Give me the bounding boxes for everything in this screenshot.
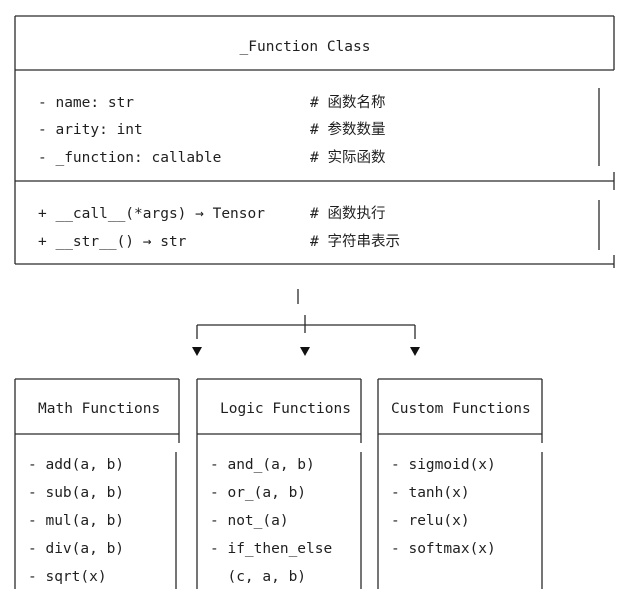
- category-item: - softmax(x): [391, 541, 496, 557]
- attribute-code: - name: str: [38, 95, 134, 111]
- category-item: - if_then_else: [210, 541, 332, 557]
- category-item: - and_(a, b): [210, 457, 315, 473]
- category-title: Math Functions: [38, 401, 160, 417]
- class-box-title: _Function Class: [240, 39, 371, 55]
- category-item: - not_(a): [210, 513, 289, 529]
- category-title: Custom Functions: [391, 401, 531, 417]
- category-item: - sigmoid(x): [391, 457, 496, 473]
- category-item: - tanh(x): [391, 485, 470, 501]
- category-item: - or_(a, b): [210, 485, 306, 501]
- category-box-custom: Custom Functions - sigmoid(x) - tanh(x) …: [377, 378, 543, 589]
- attribute-comment: # 参数数量: [310, 121, 385, 138]
- method-code: + __str__() → str: [38, 234, 187, 250]
- category-item: - div(a, b): [28, 541, 124, 557]
- arrow-down-icon: [410, 347, 420, 356]
- attribute-code: - arity: int: [38, 122, 143, 138]
- category-item: - sqrt(x): [28, 569, 107, 585]
- attribute-code: - _function: callable: [38, 150, 221, 166]
- category-box-math: Math Functions - add(a, b) - sub(a, b) -…: [14, 378, 180, 589]
- class-box: _Function Class - name: str # 函数名称 - ari…: [14, 15, 615, 268]
- method-code: + __call__(*args) → Tensor: [38, 206, 265, 222]
- category-title: Logic Functions: [220, 401, 351, 417]
- method-comment: # 函数执行: [310, 205, 385, 222]
- category-item: (c, a, b): [210, 569, 306, 585]
- arrow-down-icon: [192, 347, 202, 356]
- connector-tree: [192, 289, 420, 356]
- attribute-comment: # 实际函数: [310, 149, 386, 166]
- method-comment: # 字符串表示: [310, 233, 400, 250]
- category-item: - sub(a, b): [28, 485, 124, 501]
- category-item: - mul(a, b): [28, 513, 124, 529]
- attribute-comment: # 函数名称: [310, 94, 385, 111]
- arrow-down-icon: [300, 347, 310, 356]
- category-item: - add(a, b): [28, 457, 124, 473]
- category-box-logic: Logic Functions - and_(a, b) - or_(a, b)…: [196, 378, 362, 589]
- category-item: - relu(x): [391, 513, 470, 529]
